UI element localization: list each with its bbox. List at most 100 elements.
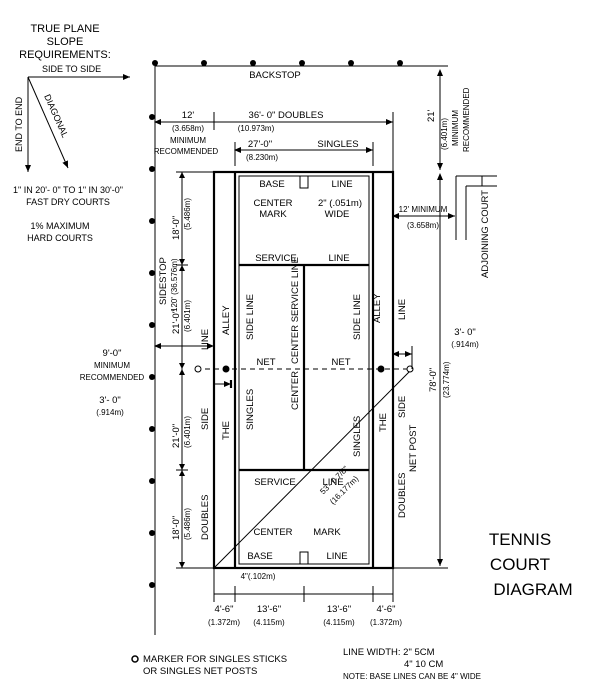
back-21-min: MINIMUM	[451, 110, 460, 146]
bottom-alley-right: 4'-6"	[377, 604, 396, 615]
fence-post-dot	[149, 322, 155, 328]
bottom-21-m: (6.401m)	[183, 416, 192, 448]
left-3: 3'- 0"	[99, 395, 121, 406]
left-9-rec: RECOMMENDED	[80, 373, 145, 382]
left-9-min: MINIMUM	[94, 361, 130, 370]
top-21: 21'-0"	[171, 310, 182, 334]
fence-post-dot	[149, 374, 155, 380]
right-side-label: SIDE	[397, 396, 408, 418]
bottom-half-right-m: (4.115m)	[323, 618, 355, 627]
top-mark-label: MARK	[259, 209, 287, 220]
right-the-label: THE	[378, 413, 389, 432]
fence-post-dot	[397, 60, 403, 66]
side-to-side-label: SIDE TO SIDE	[42, 64, 101, 74]
bottom-21: 21'-0"	[171, 424, 182, 448]
end-to-end-label: END TO END	[14, 96, 24, 152]
right-side-line: SIDE LINE	[352, 294, 363, 340]
left-singles-label: SINGLES	[245, 389, 256, 430]
singles-stick-left	[222, 365, 230, 373]
diagonal-arrow	[27, 76, 69, 169]
adjoining-min: 12' MINIMUM	[399, 205, 448, 214]
bottom-18: 18'-0"	[171, 516, 182, 540]
title-diagram: DIAGRAM	[493, 580, 572, 599]
fast-dry-slope: 1" IN 20'- 0" TO 1" IN 30'-0"	[13, 185, 123, 195]
bottom-center-mark	[299, 551, 309, 565]
hard-court-slope: 1% MAXIMUM	[30, 221, 89, 231]
slope-title-3: REQUIREMENTS:	[19, 49, 111, 61]
singles-width-label: 27'-0"	[248, 139, 272, 150]
right-doubles-label: DOUBLES	[397, 473, 408, 518]
diagonal-label: DIAGONAL	[42, 93, 70, 140]
back-21: 21'	[426, 109, 437, 122]
right-singles-label: SINGLES	[352, 416, 363, 457]
left-side-line: SIDE LINE	[245, 294, 256, 340]
top-18: 18'-0"	[171, 216, 182, 240]
bottom-half-right: 13'-6"	[327, 604, 351, 615]
net-label-right: NET	[332, 357, 351, 368]
top-service-label: SERVICE	[255, 253, 297, 264]
fence-post-dot	[250, 60, 256, 66]
court-diagonal	[213, 368, 413, 569]
left-side-label: SIDE	[200, 408, 211, 430]
bottom-alley-left: 4'-6"	[215, 604, 234, 615]
sidestop-length: 120' (36.576m)	[170, 258, 179, 312]
bottom-18-m: (5.486m)	[183, 508, 192, 540]
slope-title-2: SLOPE	[47, 36, 84, 48]
bottom-baseline-line: LINE	[326, 551, 347, 562]
fence-post-dot	[149, 530, 155, 536]
bottom-mark-label: MARK	[313, 527, 341, 538]
line-width-label: 2" (.051m)	[318, 198, 362, 209]
top-baseline-base: BASE	[259, 179, 284, 190]
bottom-half-left: 13'-6"	[257, 604, 281, 615]
singles-width-metric: (8.230m)	[246, 153, 278, 162]
right-alley: ALLEY	[372, 293, 383, 323]
bottom-alley-right-m: (1.372m)	[370, 618, 402, 627]
sidestop-label: SIDESTOP	[158, 257, 169, 305]
legend-line-width-2: 4" 10 CM	[404, 659, 443, 670]
bottom-service-line-label: LINE	[322, 477, 343, 488]
center-service-line-label: CENTER SERVICE LINE	[290, 257, 301, 364]
net-post-left	[194, 365, 202, 373]
fence-post-dot	[152, 60, 158, 66]
adjoining-min-m: (3.658m)	[407, 221, 439, 230]
slope-requirements: TRUE PLANE SLOPE REQUIREMENTS: SIDE TO S…	[13, 23, 130, 243]
top-21-m: (6.401m)	[183, 300, 192, 332]
marker-legend-icon	[131, 655, 139, 663]
bottom-service-label: SERVICE	[254, 477, 296, 488]
fence-post-dot	[348, 60, 354, 66]
singles-stick-right	[377, 365, 385, 373]
bottom-half-left-m: (4.115m)	[253, 618, 285, 627]
dimension-arrowheads	[179, 172, 185, 568]
top-baseline-line: LINE	[331, 179, 352, 190]
doubles-width-label: 36'- 0" DOUBLES	[249, 110, 324, 121]
top-service-line-label: LINE	[328, 253, 349, 264]
fence-post-dot	[149, 478, 155, 484]
legend-note: NOTE: BASE LINES CAN BE 4" WIDE	[343, 672, 481, 681]
right-line-label: LINE	[397, 299, 408, 320]
line-wide-label: WIDE	[325, 209, 350, 220]
legend-marker-2: OR SINGLES NET POSTS	[143, 666, 257, 677]
hard-court-label: HARD COURTS	[27, 233, 93, 243]
right-3: 3'- 0"	[454, 327, 476, 338]
fast-dry-label: FAST DRY COURTS	[26, 197, 110, 207]
singles-label: SINGLES	[317, 139, 358, 150]
top-18-m: (5.486m)	[183, 198, 192, 230]
fence-post-dot	[149, 270, 155, 276]
top-center-label: CENTER	[253, 198, 292, 209]
adjoining-court-label: ADJOINING COURT	[480, 190, 491, 278]
left-9: 9'-0"	[103, 348, 122, 359]
title-tennis: TENNIS	[489, 530, 551, 549]
right-3-m: (.914m)	[451, 340, 479, 349]
top-center-mark	[299, 175, 309, 189]
runback-12: 12'	[182, 110, 195, 121]
baseline-width-label: 4"(.102m)	[241, 572, 276, 581]
left-alley: ALLEY	[221, 305, 232, 335]
fence-post-dot	[149, 218, 155, 224]
fence-post-dot	[149, 582, 155, 588]
runback-12-min: MINIMUM	[170, 136, 206, 145]
left-doubles-label: DOUBLES	[200, 495, 211, 540]
back-21-rec: RECOMMENDED	[462, 87, 471, 152]
fence-post-dot	[201, 60, 207, 66]
doubles-width-metric: (10.973m)	[238, 124, 275, 133]
